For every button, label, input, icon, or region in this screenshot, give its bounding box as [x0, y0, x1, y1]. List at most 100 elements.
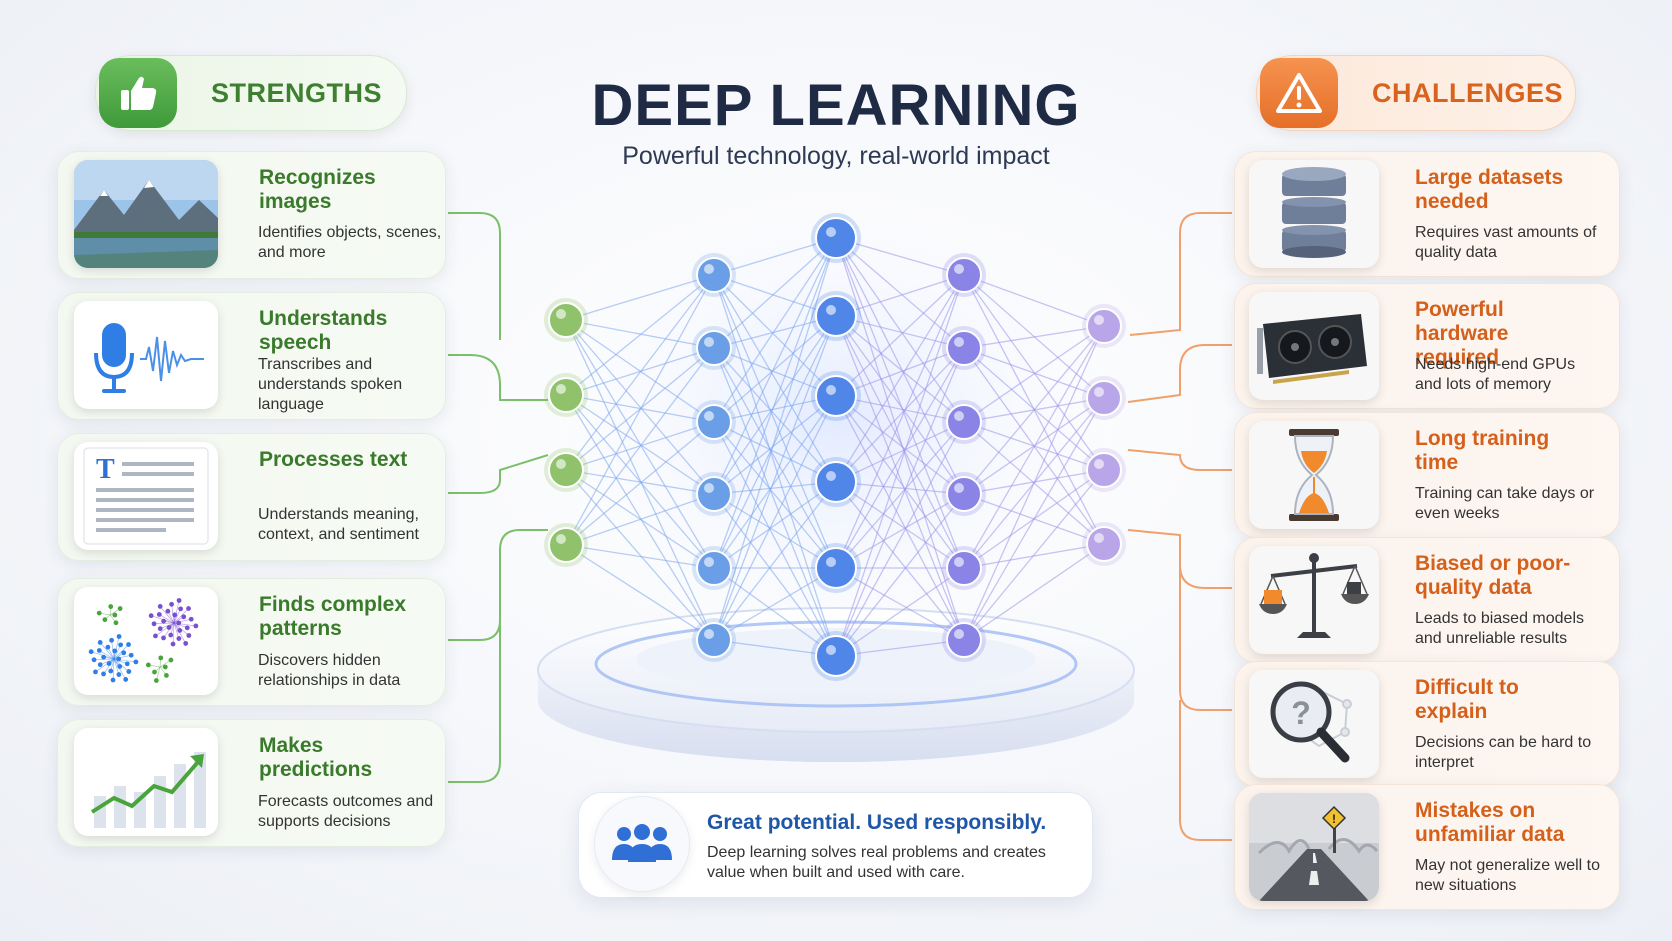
- network-node: [815, 375, 857, 417]
- strength-card-text: T Processes text Understands meaning, co…: [57, 433, 446, 561]
- network-edge: [835, 315, 965, 349]
- challenge-card-training: Long training time Training can take day…: [1234, 412, 1620, 538]
- network-edge: [565, 347, 715, 546]
- cluster-point: [102, 617, 108, 623]
- network-node-highlight: [1094, 459, 1104, 469]
- network-node-highlight: [704, 557, 714, 567]
- cluster-point: [157, 626, 163, 632]
- network-edge: [713, 421, 837, 483]
- cluster-point: [116, 672, 122, 677]
- cluster-link: [171, 604, 175, 624]
- cluster-point: [168, 657, 174, 663]
- strength-title: Processes text: [259, 448, 408, 471]
- cluster-link: [173, 622, 186, 644]
- network-edge: [835, 421, 965, 657]
- network-node-highlight: [954, 411, 964, 421]
- strengths-header: STRENGTHS: [95, 55, 407, 131]
- network-edge: [713, 237, 837, 423]
- network-edge: [963, 347, 1105, 399]
- challenge-desc: Needs high-end GPUs and lots of memory: [1415, 356, 1576, 393]
- cluster-point: [118, 642, 124, 648]
- network-edge: [835, 274, 965, 317]
- challenge-desc: Decisions can be hard to interpret: [1415, 734, 1592, 771]
- network-edge: [713, 315, 837, 641]
- cluster-link: [113, 658, 120, 675]
- network-edge: [835, 395, 965, 495]
- cluster-link: [113, 644, 121, 660]
- network-edge: [835, 421, 965, 483]
- network-edge: [963, 325, 1105, 569]
- network-node-highlight: [1094, 387, 1104, 397]
- svg-text:!: !: [1332, 812, 1336, 826]
- cluster-point: [176, 636, 182, 641]
- cluster-link: [111, 640, 115, 660]
- network-edge: [963, 274, 1105, 327]
- database-icon: [1249, 160, 1379, 268]
- strength-title: Recognizes images: [259, 166, 376, 213]
- network-edge: [713, 347, 837, 483]
- network-edge: [835, 274, 965, 569]
- network-edge: [835, 639, 965, 657]
- cluster-point: [193, 623, 199, 629]
- network-edge: [963, 325, 1105, 495]
- network-edge: [713, 347, 837, 569]
- cluster-link: [163, 622, 175, 639]
- cluster-link: [151, 615, 175, 624]
- network-node-highlight: [954, 629, 964, 639]
- network-edge: [713, 237, 837, 276]
- network-edge: [835, 395, 965, 641]
- network-node: [696, 550, 732, 586]
- cluster-link: [113, 654, 132, 660]
- network-node-highlight: [954, 337, 964, 347]
- network-node-highlight: [826, 645, 836, 655]
- strength-title: Makes predictions: [259, 734, 373, 781]
- challenge-title: Long training time: [1415, 427, 1550, 474]
- network-nodes: [544, 213, 1126, 681]
- foggy-road-icon: !: [1249, 793, 1379, 901]
- network-node-highlight: [556, 309, 566, 319]
- cluster-link: [173, 622, 190, 636]
- network-node: [548, 302, 584, 338]
- strength-card-speech: Understands speech Transcribes and under…: [57, 292, 446, 420]
- cluster-point: [186, 606, 191, 611]
- cluster-point: [117, 664, 123, 669]
- network-node-highlight: [704, 629, 714, 639]
- network-node-highlight: [556, 459, 566, 469]
- cluster-point: [183, 641, 189, 646]
- network-edge: [835, 395, 965, 423]
- cluster-point: [88, 649, 94, 655]
- cluster-point: [151, 621, 157, 627]
- cluster-point: [169, 601, 174, 607]
- strength-desc: Discovers hidden relationships in data: [258, 652, 401, 689]
- network-edge: [835, 274, 965, 397]
- network-edge: [713, 567, 837, 641]
- network-edge: [835, 237, 965, 276]
- hourglass-icon: [1249, 421, 1379, 529]
- challenge-card-datasets: Large datasets needed Requires vast amou…: [1234, 151, 1620, 277]
- network-node: [815, 295, 857, 337]
- challenge-title: Mistakes on unfamiliar data: [1415, 799, 1565, 846]
- footer-text: Deep learning solves real problems and c…: [707, 844, 1046, 881]
- cluster-point: [157, 604, 163, 609]
- challenge-connectors: [1127, 212, 1232, 841]
- cluster-point: [128, 652, 134, 658]
- strength-card-images: Recognizes images Identifies objects, sc…: [57, 151, 446, 279]
- cluster-point: [152, 669, 157, 675]
- cluster-link: [173, 618, 192, 624]
- network-node: [815, 217, 857, 259]
- cluster-point: [158, 655, 164, 661]
- cluster-point: [113, 620, 119, 626]
- network-edge: [565, 544, 715, 641]
- network-edge: [565, 274, 715, 546]
- network-node: [548, 527, 584, 563]
- network-node: [696, 257, 732, 293]
- cluster-point: [126, 642, 131, 647]
- people-icon: [594, 796, 690, 892]
- cluster-point: [97, 640, 103, 645]
- network-edge: [565, 319, 715, 349]
- cluster-link: [173, 600, 180, 624]
- network-edge: [963, 325, 1105, 349]
- network-edge: [565, 274, 715, 471]
- challenge-card-unfamiliar: ! Mistakes on unfamiliar data May not ge…: [1234, 784, 1620, 910]
